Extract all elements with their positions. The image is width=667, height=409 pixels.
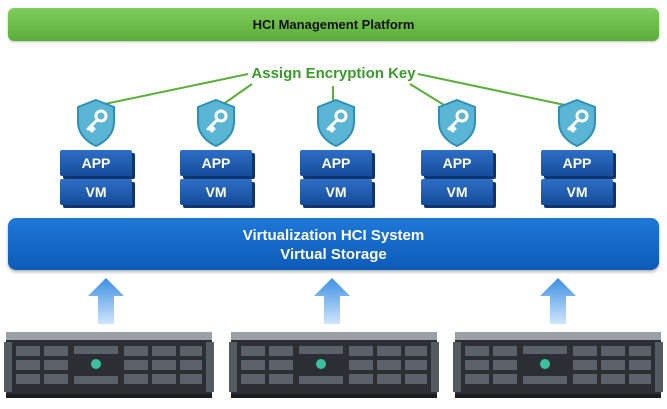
vm-block: VM bbox=[60, 179, 132, 205]
vm-block: VM bbox=[541, 179, 613, 205]
arrow-up-icon bbox=[88, 278, 124, 324]
app-block: APP bbox=[541, 150, 613, 176]
virtual-storage-label: Virtual Storage bbox=[280, 246, 387, 263]
shield-key-icon bbox=[438, 98, 476, 148]
rack-server-icon bbox=[229, 332, 439, 398]
vm-unit: APP VM bbox=[60, 98, 132, 210]
rack-server-icon bbox=[4, 332, 214, 398]
virtualization-title: Virtualization HCI System bbox=[242, 227, 425, 244]
shield-key-icon bbox=[317, 98, 355, 148]
virtualization-hci-system-bar: Virtualization HCI System Virtual Storag… bbox=[8, 218, 659, 270]
shield-key-icon bbox=[197, 98, 235, 148]
shield-key-icon bbox=[558, 98, 596, 148]
arrow-up-icon bbox=[540, 278, 576, 324]
hci-management-platform: HCI Management Platform bbox=[8, 8, 659, 41]
app-block: APP bbox=[60, 150, 132, 176]
vm-unit: APP VM bbox=[421, 98, 493, 210]
vm-block: VM bbox=[180, 179, 252, 205]
vm-unit: APP VM bbox=[300, 98, 372, 210]
rack-server-icon bbox=[453, 332, 663, 398]
assign-encryption-key-label: Assign Encryption Key bbox=[251, 65, 416, 82]
vm-unit: APP VM bbox=[180, 98, 252, 210]
shield-key-icon bbox=[77, 98, 115, 148]
vm-unit: APP VM bbox=[541, 98, 613, 210]
app-block: APP bbox=[300, 150, 372, 176]
platform-title: HCI Management Platform bbox=[252, 17, 415, 32]
vm-block: VM bbox=[300, 179, 372, 205]
app-block: APP bbox=[180, 150, 252, 176]
vm-block: VM bbox=[421, 179, 493, 205]
arrow-up-icon bbox=[314, 278, 350, 324]
app-block: APP bbox=[421, 150, 493, 176]
